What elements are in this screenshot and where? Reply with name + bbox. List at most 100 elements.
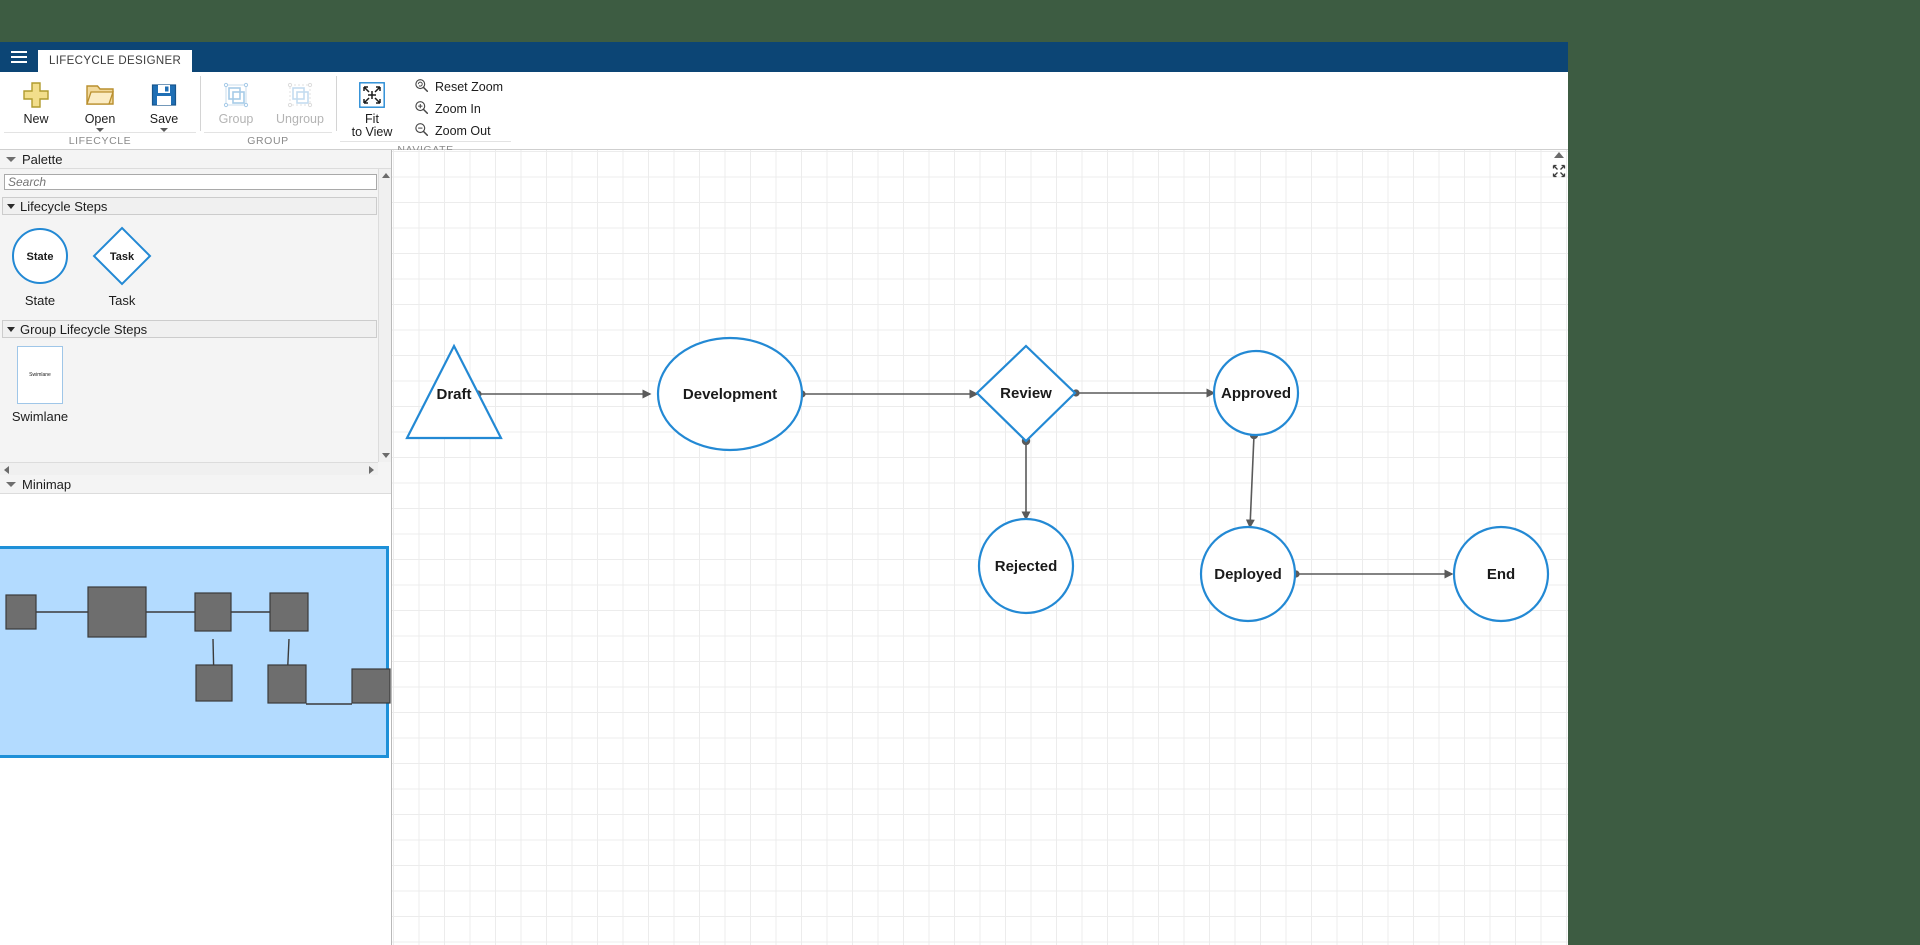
canvas-grid	[392, 150, 1568, 945]
state-ellipse-icon: State	[10, 223, 70, 289]
node-end[interactable]: End	[1452, 525, 1550, 623]
lifecycle-designer-window: LIFECYCLE DESIGNER New	[0, 42, 1568, 945]
minimap-title: Minimap	[22, 476, 72, 492]
magnifier-reset-icon	[414, 78, 429, 96]
open-button[interactable]: Open	[68, 75, 132, 132]
scroll-up-arrow-icon[interactable]	[379, 169, 392, 182]
edge-approved-to-deployed	[1245, 434, 1255, 529]
palette-horizontal-scrollbar[interactable]	[0, 462, 378, 475]
node-rejected[interactable]: Rejected	[977, 517, 1075, 615]
open-dropdown-caret-icon[interactable]	[96, 128, 104, 132]
palette-search-row	[0, 169, 391, 195]
diagram-edges	[474, 388, 1454, 579]
zoom-in-button[interactable]: Zoom In	[410, 99, 507, 119]
minimap-canvas[interactable]	[0, 494, 391, 945]
canvas-scroll-up-arrow-icon[interactable]	[1554, 152, 1564, 158]
hamburger-menu-icon[interactable]	[0, 42, 38, 72]
deployed-label: Deployed	[1214, 566, 1282, 583]
approved-label: Approved	[1221, 385, 1291, 402]
plus-icon	[21, 78, 51, 112]
minimap-section: Minimap	[0, 475, 391, 945]
approved-circle-shape	[1212, 349, 1300, 437]
end-circle-shape	[1452, 525, 1550, 623]
palette-item-task-label: Task	[108, 293, 136, 308]
minimap-viewport-rect[interactable]	[0, 546, 391, 758]
node-approved[interactable]: Approved	[1212, 349, 1300, 437]
group-button-label: Group	[218, 112, 254, 126]
review-diamond-shape	[975, 344, 1077, 443]
save-dropdown-caret-icon[interactable]	[160, 128, 168, 132]
node-draft[interactable]: Draft	[405, 343, 503, 440]
group-button[interactable]: Group	[204, 75, 268, 126]
rejected-label: Rejected	[995, 558, 1058, 575]
ribbon-group-lifecycle: New Open	[0, 72, 200, 149]
floppy-disk-icon	[150, 78, 178, 112]
ribbon-group-group: Group	[200, 72, 336, 149]
ungroup-icon	[285, 78, 315, 112]
node-review[interactable]: Review	[975, 344, 1077, 443]
fit-to-view-label-line2: to View	[351, 125, 393, 139]
deployed-circle-shape	[1199, 525, 1297, 623]
swimlane-rect-icon: Swimlane	[17, 346, 63, 404]
ribbon-toolbar: New Open	[0, 72, 1568, 156]
category-header-group-lifecycle-steps[interactable]: Group Lifecycle Steps	[2, 320, 377, 338]
chevron-down-icon[interactable]	[6, 156, 16, 162]
palette-item-state[interactable]: State State	[6, 223, 74, 308]
task-shape-label: Task	[110, 251, 135, 263]
category-header-lifecycle-steps[interactable]: Lifecycle Steps	[2, 197, 377, 215]
new-button-label: New	[23, 112, 49, 126]
search-input[interactable]	[4, 174, 377, 190]
zoom-out-button[interactable]: Zoom Out	[410, 121, 507, 141]
palette-item-swimlane[interactable]: Swimlane Swimlane	[10, 346, 70, 424]
save-button-label: Save	[149, 112, 179, 126]
palette-title: Palette	[22, 151, 63, 167]
magnifier-plus-icon	[414, 100, 429, 118]
ribbon-group-navigate: Fit to View	[336, 72, 515, 156]
palette-item-state-label: State	[24, 293, 56, 308]
palette-panel-header[interactable]: Palette	[0, 150, 391, 169]
new-button[interactable]: New	[4, 75, 68, 126]
draft-label: Draft	[436, 386, 471, 403]
development-ellipse-shape	[656, 336, 804, 452]
reset-zoom-button[interactable]: Reset Zoom	[410, 77, 507, 97]
ungroup-button[interactable]: Ungroup	[268, 75, 332, 126]
rejected-circle-shape	[977, 517, 1075, 615]
palette-items-group-lifecycle-steps: Swimlane Swimlane	[0, 338, 391, 424]
left-panel: Palette Lifecycle Steps	[0, 150, 392, 945]
node-development[interactable]: Development	[656, 336, 804, 452]
canvas-top-right-controls	[1552, 150, 1566, 183]
chevron-down-icon[interactable]	[7, 326, 15, 332]
chevron-down-icon[interactable]	[7, 203, 15, 209]
diagram-svg: Draft Development Review Approved	[405, 336, 1550, 623]
draft-triangle-shape	[405, 343, 503, 440]
scroll-right-arrow-icon[interactable]	[365, 463, 378, 476]
fit-to-view-label-line1: Fit	[365, 112, 379, 126]
tab-lifecycle-designer[interactable]: LIFECYCLE DESIGNER	[38, 50, 193, 72]
minimap-panel-header[interactable]: Minimap	[0, 475, 391, 494]
fit-to-view-icon	[359, 78, 385, 112]
task-diamond-icon: Task	[90, 223, 154, 289]
palette-item-task[interactable]: Task Task	[88, 223, 156, 308]
chevron-down-icon[interactable]	[6, 481, 16, 487]
magnifier-minus-icon	[414, 122, 429, 140]
work-area: Palette Lifecycle Steps	[0, 150, 1568, 945]
swimlane-shape-label: Swimlane	[29, 372, 51, 378]
scroll-left-arrow-icon[interactable]	[0, 463, 13, 476]
palette-vertical-scrollbar[interactable]	[378, 169, 391, 462]
reset-zoom-label: Reset Zoom	[435, 80, 504, 94]
palette-item-swimlane-label: Swimlane	[11, 409, 69, 424]
ribbon-group-label-group: GROUP	[204, 132, 332, 149]
scroll-down-arrow-icon[interactable]	[379, 449, 392, 462]
fit-to-view-button[interactable]: Fit to View	[340, 75, 404, 139]
state-shape-label: State	[27, 251, 54, 263]
open-button-label: Open	[84, 112, 116, 126]
canvas-expand-icon[interactable]	[1552, 164, 1566, 183]
development-label: Development	[683, 386, 777, 403]
diagram-canvas[interactable]: Draft Development Review Approved	[392, 150, 1568, 945]
save-button[interactable]: Save	[132, 75, 196, 132]
folder-icon	[85, 78, 115, 112]
node-deployed[interactable]: Deployed	[1199, 525, 1297, 623]
zoom-out-label: Zoom Out	[435, 124, 491, 138]
category-label-lifecycle-steps: Lifecycle Steps	[20, 198, 108, 214]
